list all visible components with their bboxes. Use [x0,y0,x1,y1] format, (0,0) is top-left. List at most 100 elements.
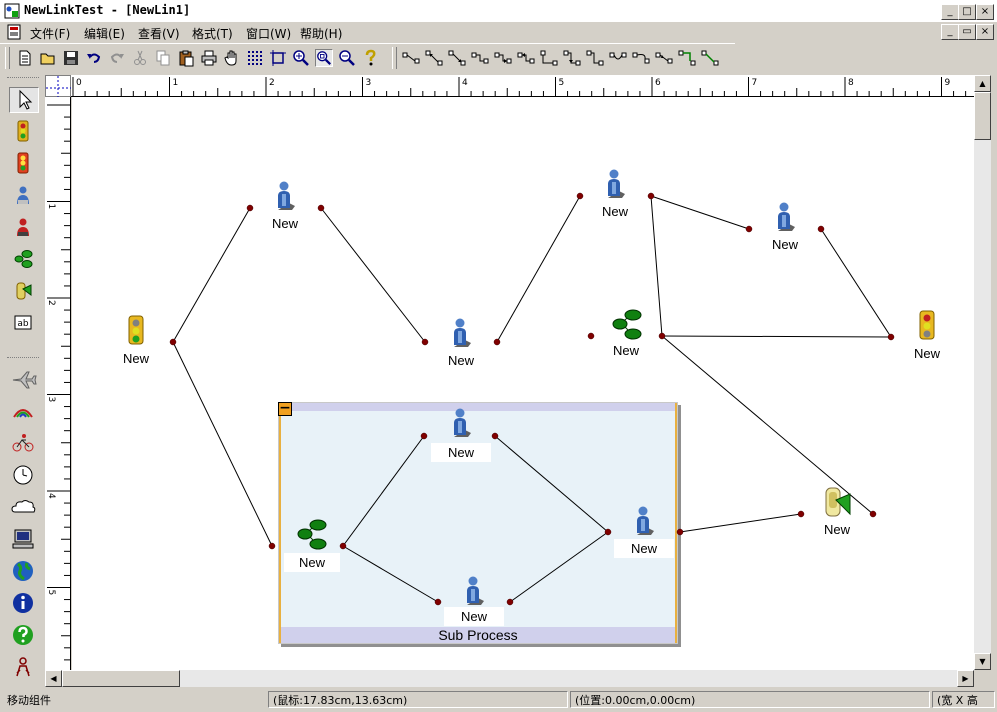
scroll-down-button[interactable]: ▼ [974,653,991,670]
port[interactable] [647,192,655,200]
link[interactable] [320,207,426,343]
node-person[interactable]: New [436,317,486,371]
link-13-icon[interactable] [678,49,696,67]
maximize-button[interactable]: □ [958,4,976,20]
bicycle-icon[interactable] [9,431,37,455]
link-12-icon[interactable] [655,49,673,67]
link-11-icon[interactable] [632,49,650,67]
link-6-icon[interactable] [517,49,535,67]
port[interactable] [676,528,684,536]
node-traffic-light[interactable]: New [902,310,952,364]
menu-format[interactable]: 格式(T) [192,27,233,41]
computer-icon[interactable] [9,527,37,551]
port[interactable] [169,338,177,346]
horizontal-scrollbar[interactable]: ◀ ▶ [45,670,974,687]
cluster-icon[interactable] [9,247,37,271]
paste-icon[interactable] [177,49,195,67]
menu-view[interactable]: 查看(V) [138,27,180,41]
split-icon[interactable] [9,279,37,303]
traffic-light-red-icon[interactable] [9,151,37,175]
link[interactable] [650,195,750,230]
link[interactable] [509,531,609,603]
subprocess-node-person[interactable]: New [614,505,674,559]
zoom-in-icon[interactable] [292,49,310,67]
node-person[interactable]: New [760,201,810,255]
document-icon[interactable] [6,24,22,40]
zoom-out-icon[interactable] [338,49,356,67]
scroll-left-button[interactable]: ◀ [45,670,62,687]
new-doc-icon[interactable] [16,49,34,67]
link-7-icon[interactable] [540,49,558,67]
link-1-icon[interactable] [402,49,420,67]
subprocess-container[interactable]: Sub Process [278,402,678,644]
open-folder-icon[interactable] [39,49,57,67]
link-4-icon[interactable] [471,49,489,67]
redo-icon[interactable] [108,49,126,67]
menu-window[interactable]: 窗口(W) [246,27,292,41]
link[interactable] [496,195,581,343]
info-icon[interactable] [9,591,37,615]
port[interactable] [604,528,612,536]
port[interactable] [887,333,895,341]
question-icon[interactable] [9,623,37,647]
cut-icon[interactable] [131,49,149,67]
pan-hand-icon[interactable] [223,49,241,67]
help-icon[interactable] [361,49,379,67]
link-2-icon[interactable] [425,49,443,67]
minimize-button[interactable]: _ [941,4,959,20]
port[interactable] [420,432,428,440]
link-5-icon[interactable] [494,49,512,67]
menu-help[interactable]: 帮助(H) [300,27,343,41]
link-8-icon[interactable] [563,49,581,67]
link[interactable] [650,195,663,337]
grid-icon[interactable] [246,49,264,67]
person-red-icon[interactable] [9,215,37,239]
link[interactable] [342,545,439,603]
link[interactable] [342,435,425,547]
toolbar-grip[interactable] [5,47,10,69]
print-icon[interactable] [200,49,218,67]
vertical-scrollbar[interactable]: ▲ ▼ [974,75,991,670]
scroll-right-button[interactable]: ▶ [957,670,974,687]
link[interactable] [661,335,892,338]
port[interactable] [339,542,347,550]
link-10-icon[interactable] [609,49,627,67]
node-person[interactable]: New [260,180,310,234]
scroll-up-button[interactable]: ▲ [974,75,991,92]
link-14-icon[interactable] [701,49,719,67]
port[interactable] [434,598,442,606]
doc-restore-button[interactable]: ▭ [958,24,976,40]
text-ab-icon[interactable]: ab [9,311,37,335]
menu-edit[interactable]: 编辑(E) [84,27,125,41]
subprocess-node-person[interactable]: New [431,407,491,463]
port[interactable] [421,338,429,346]
toolbar-grip-2[interactable] [392,47,397,69]
clock-icon[interactable] [9,463,37,487]
subprocess-node-cluster[interactable]: New [284,517,340,573]
globe-icon[interactable] [9,559,37,583]
port[interactable] [797,510,805,518]
zoom-rect-icon[interactable] [315,49,333,67]
node-cluster[interactable]: New [601,307,651,361]
save-icon[interactable] [62,49,80,67]
subprocess-collapse-button[interactable]: − [278,400,292,416]
traffic-light-icon[interactable] [9,119,37,143]
rainbow-icon[interactable] [9,399,37,423]
horizontal-scroll-thumb[interactable] [62,670,180,687]
port[interactable] [493,338,501,346]
link[interactable] [172,207,251,343]
select-pointer-icon[interactable] [9,87,39,113]
node-split[interactable]: New [812,486,862,540]
link-9-icon[interactable] [586,49,604,67]
subprocess-node-person[interactable]: New [444,575,504,627]
port[interactable] [869,510,877,518]
port[interactable] [317,204,325,212]
link[interactable] [494,435,609,533]
link-3-icon[interactable] [448,49,466,67]
link[interactable] [661,335,874,515]
undo-icon[interactable] [85,49,103,67]
cloud-icon[interactable] [9,495,37,519]
diagram-canvas[interactable]: Sub Process − [72,97,974,670]
